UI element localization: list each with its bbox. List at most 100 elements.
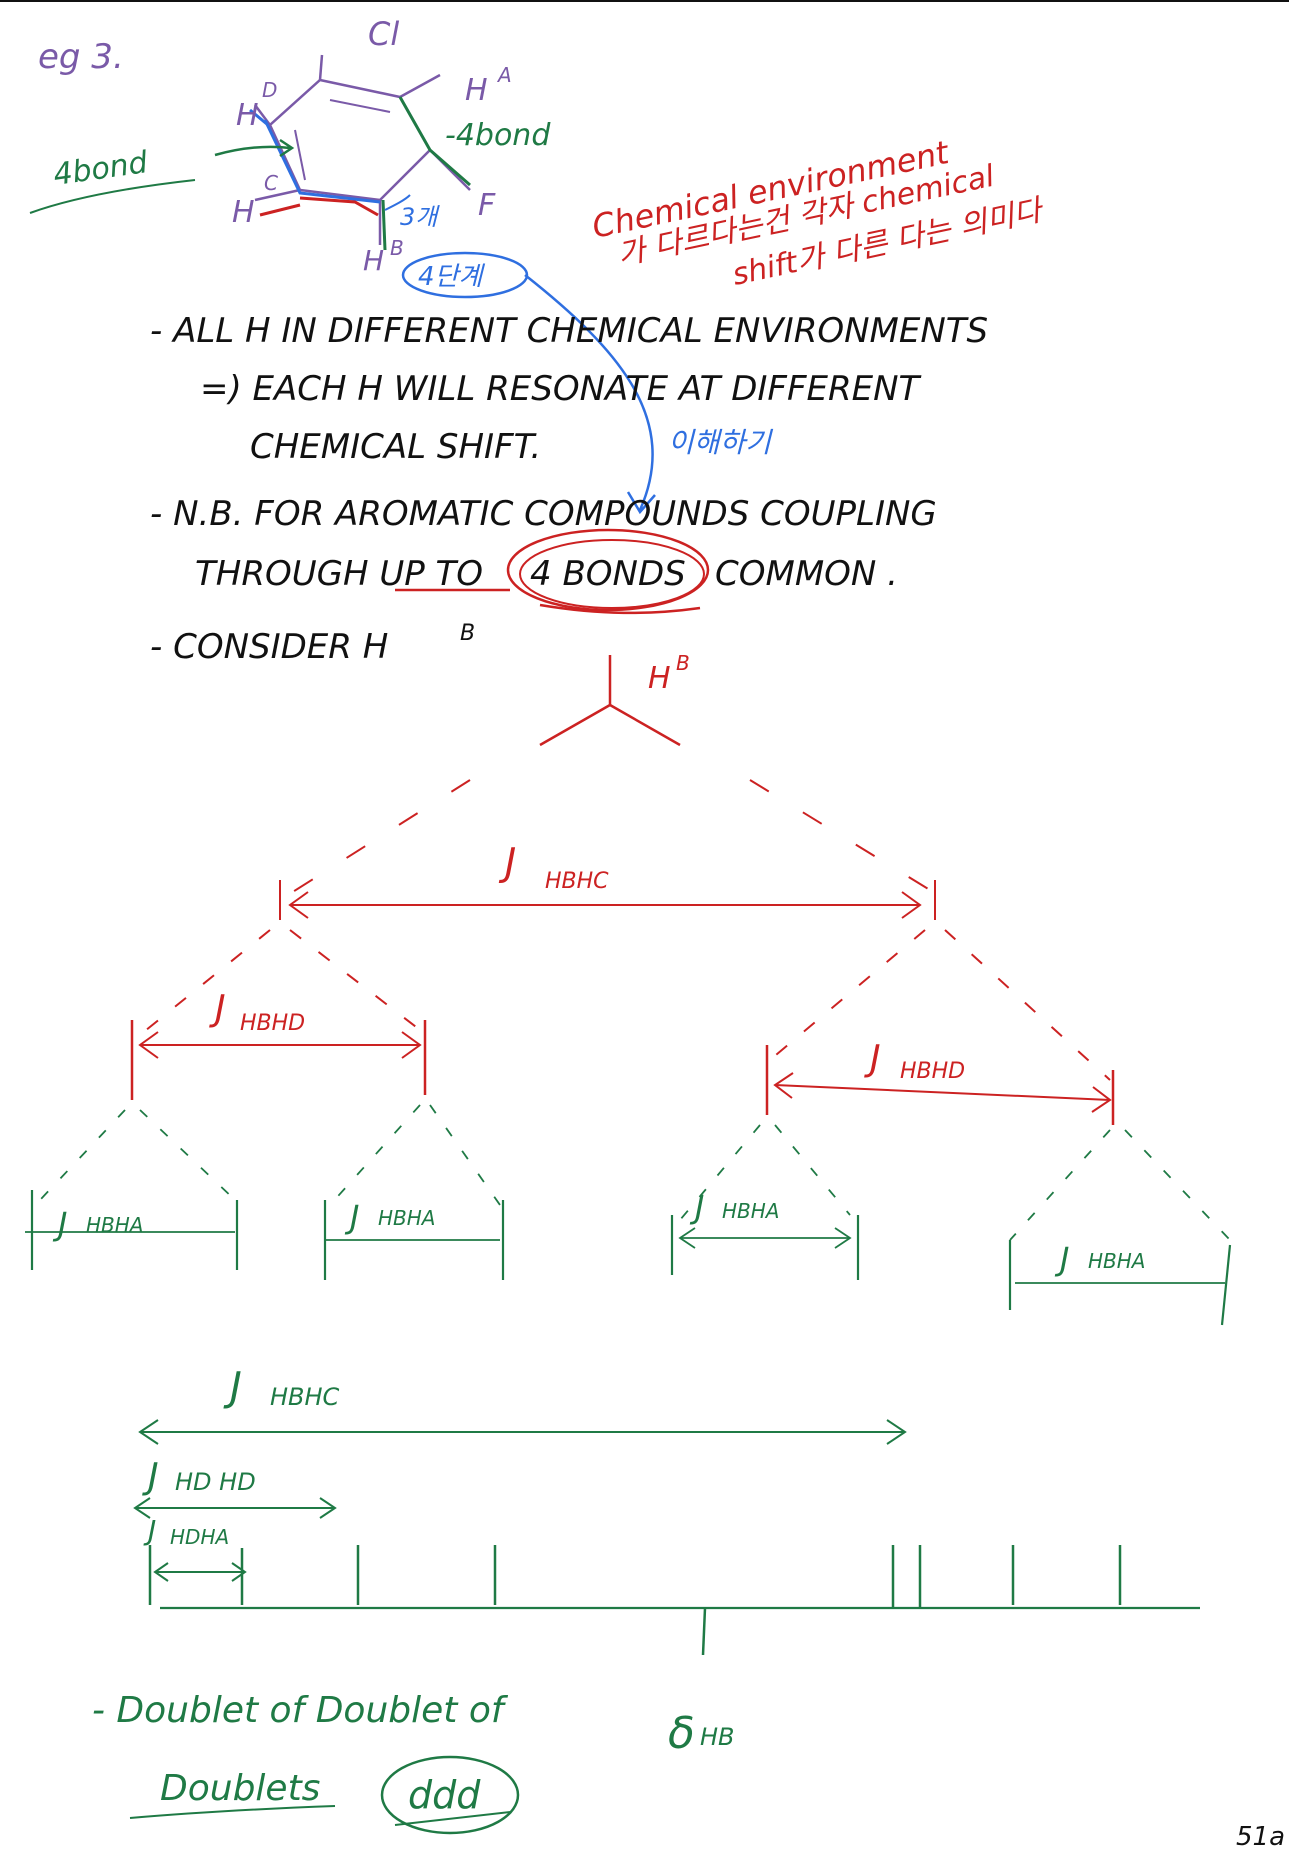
ddd-abbrev: ddd [408, 1773, 481, 1817]
l3-g4-tick-b [1220, 1244, 1232, 1326]
spectrum-jbd-arrowhead-b [319, 1497, 337, 1519]
l3-g2-sub: HBHA [378, 1206, 435, 1230]
l3-g4-label: J [1054, 1240, 1069, 1278]
hb-label: H [363, 244, 384, 277]
spectrum-jbc-arrowhead-a [138, 1419, 159, 1445]
tree-l2-left-label: J [209, 988, 226, 1029]
spectrum-jbc-sub: HBHC [270, 1383, 340, 1411]
tree-l1-right-dash [749, 779, 931, 891]
note-line-5c: COMMON . [715, 554, 898, 594]
ddd-underline [394, 1811, 511, 1826]
hd-sup: D [262, 78, 277, 102]
tree-l2-left-dash-a [139, 929, 271, 1036]
l3-g1-dash-a [39, 1109, 126, 1201]
l3-g3-arrowhead-a [678, 1227, 696, 1249]
tree-l2-right-label: J [864, 1038, 881, 1079]
summary-line-1: - Doublet of Doublet of [92, 1690, 509, 1731]
splitting-tree: H B J HBHC J HBHD J HBHD [130, 651, 1115, 1125]
blue-bond-path [263, 119, 381, 204]
hd-label: H [236, 98, 259, 133]
note-line-3: CHEMICAL SHIFT. [250, 427, 541, 467]
hc-label: H [232, 195, 255, 230]
tree-l1-arrowhead-left [288, 891, 309, 919]
four-bonds-underline [539, 603, 701, 615]
l3-g3-arrowhead-b [834, 1227, 852, 1249]
l3-g2-dash-a [329, 1104, 421, 1206]
tree-l1-arrowhead-right [901, 891, 922, 919]
spectrum-jbd-sub: HD HD [175, 1468, 256, 1496]
footer-notes: - Doublet of Doublet of Doublets ddd 51a [92, 1690, 1285, 1852]
tree-l2-right-arrowhead-a [773, 1072, 794, 1099]
note-line-2: =) EACH H WILL RESONATE AT DIFFERENT [200, 369, 922, 409]
blue-long-arrowhead [626, 491, 656, 515]
ddd-circle [380, 1755, 520, 1835]
blue-long-arrow [524, 274, 654, 511]
eg-label: eg 3. [38, 37, 124, 77]
hb-sup: B [390, 236, 404, 260]
splitting-tree-level3: J HBHA J HBHA J HBHA J HBHA [25, 1104, 1232, 1326]
l3-g2-dash-b [429, 1104, 501, 1206]
hd-bond [254, 104, 271, 126]
red-bond-path [299, 196, 379, 217]
tree-root-label: H [648, 661, 671, 696]
l3-g4-dash-a [1009, 1129, 1111, 1241]
four-bonds-circle [506, 528, 710, 612]
green-bond-path [398, 96, 471, 187]
tree-l2-left-dash-b [289, 929, 421, 1031]
bond4-left-arrow [214, 145, 291, 157]
four-bonds-circle-inner [519, 539, 705, 609]
tree-l1-left-dash [279, 779, 471, 901]
note-line-4: - N.B. FOR AROMATIC COMPOUNDS COUPLING [150, 494, 937, 534]
korean-blue-circle: 4단계 [418, 262, 485, 292]
spectrum-sketch: J HBHC J HD HD J HDHA δ HB [133, 1364, 1200, 1759]
spectrum-jbd-arrowhead-a [133, 1497, 151, 1519]
main-notes: - ALL H IN DIFFERENT CHEMICAL ENVIRONMEN… [150, 311, 988, 667]
note-line-6: - CONSIDER H [150, 627, 388, 667]
spectrum-jba-arrowhead-b [231, 1562, 247, 1582]
delta-label: δ [668, 1708, 695, 1759]
tree-l2-left-sub: HBHD [240, 1011, 305, 1036]
note-line-1: - ALL H IN DIFFERENT CHEMICAL ENVIRONMEN… [150, 311, 988, 351]
l3-g4-dash-b [1124, 1129, 1231, 1241]
l3-g3-sub: HBHA [722, 1199, 779, 1223]
l3-g1-label: J [52, 1205, 67, 1243]
l3-g1-dash-b [139, 1109, 236, 1201]
top-border [0, 0, 1289, 2]
l3-g3-dash-a [679, 1124, 761, 1221]
note-line-5a: THROUGH UP TO [195, 554, 483, 594]
note-line-5b: 4 BONDS [530, 554, 686, 594]
bond4-left-label: 4bond [51, 145, 150, 193]
hc-bond [254, 188, 301, 202]
tree-l2-right-arrowhead-b [1091, 1086, 1112, 1113]
spectrum-jbc-arrowhead-b [886, 1419, 907, 1445]
cl-label: Cl [368, 15, 399, 53]
cl-bond [318, 54, 324, 81]
spectrum-jbd-label: J [142, 1456, 159, 1497]
tree-l1-label: J [498, 840, 516, 884]
korean-blue-near: 3개 [400, 203, 440, 231]
note-line-6-sup: B [460, 621, 475, 646]
spectrum-jba-arrowhead-a [153, 1562, 169, 1582]
f-label: F [478, 188, 496, 223]
spectrum-jba-label: J [143, 1514, 156, 1547]
red-bond-stub [259, 203, 301, 217]
shift-center-tick [701, 1607, 707, 1656]
ha-bond [399, 73, 441, 99]
bond4-left-underline [29, 179, 196, 214]
l3-g4-sub: HBHA [1088, 1249, 1145, 1273]
summary-underline [129, 1805, 336, 1819]
tree-l2-right-dash-a [769, 929, 926, 1061]
l3-g2-label: J [344, 1198, 359, 1236]
bond4-left-arrowhead [279, 138, 295, 158]
spectrum-jba-sub: HDHA [170, 1525, 229, 1549]
delta-sub: HB [700, 1723, 735, 1751]
summary-line-2: Doublets [160, 1768, 320, 1809]
page-number: 51a [1236, 1822, 1285, 1852]
l3-g1-sub: HBHA [86, 1213, 143, 1237]
spectrum-jbc-label: J [223, 1364, 242, 1410]
tree-root-split [539, 703, 681, 747]
ha-sup: A [496, 63, 512, 87]
blue-bond-stub [249, 108, 269, 127]
blue-pointer [384, 194, 411, 211]
